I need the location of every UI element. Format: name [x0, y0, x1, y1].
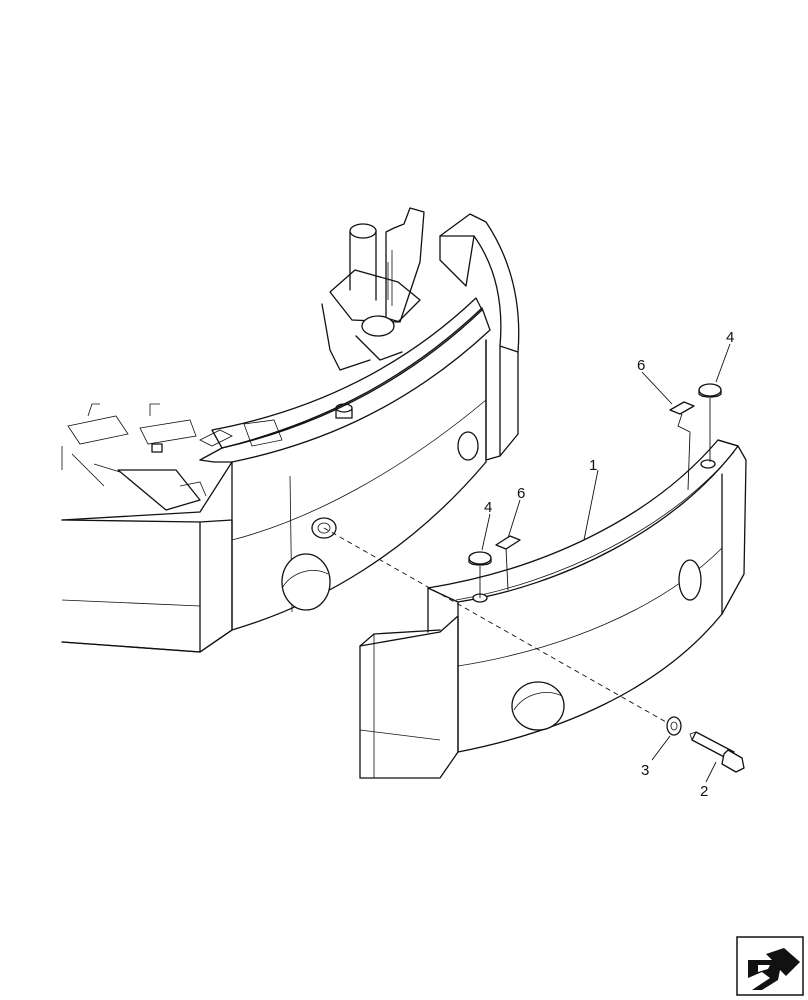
leader-lines	[323, 343, 731, 783]
callout-4-left: 4	[484, 499, 492, 516]
exploded-counterweight	[359, 439, 747, 779]
plug-4-left	[468, 551, 492, 566]
plug-4-right	[698, 383, 722, 398]
bolt-2	[689, 731, 745, 773]
callout-2: 2	[700, 783, 708, 800]
callout-1: 1	[589, 457, 597, 474]
navigation-arrow-icon[interactable]	[736, 936, 804, 996]
machine-frame	[61, 207, 425, 511]
label-6-left	[495, 535, 521, 550]
washer-3	[666, 716, 682, 736]
installed-counterweight	[61, 213, 520, 653]
callout-6-left: 6	[517, 485, 525, 502]
callout-3: 3	[641, 762, 649, 779]
callout-6-right: 6	[637, 357, 645, 374]
label-6-right	[669, 401, 695, 415]
callout-4-right: 4	[726, 329, 734, 346]
